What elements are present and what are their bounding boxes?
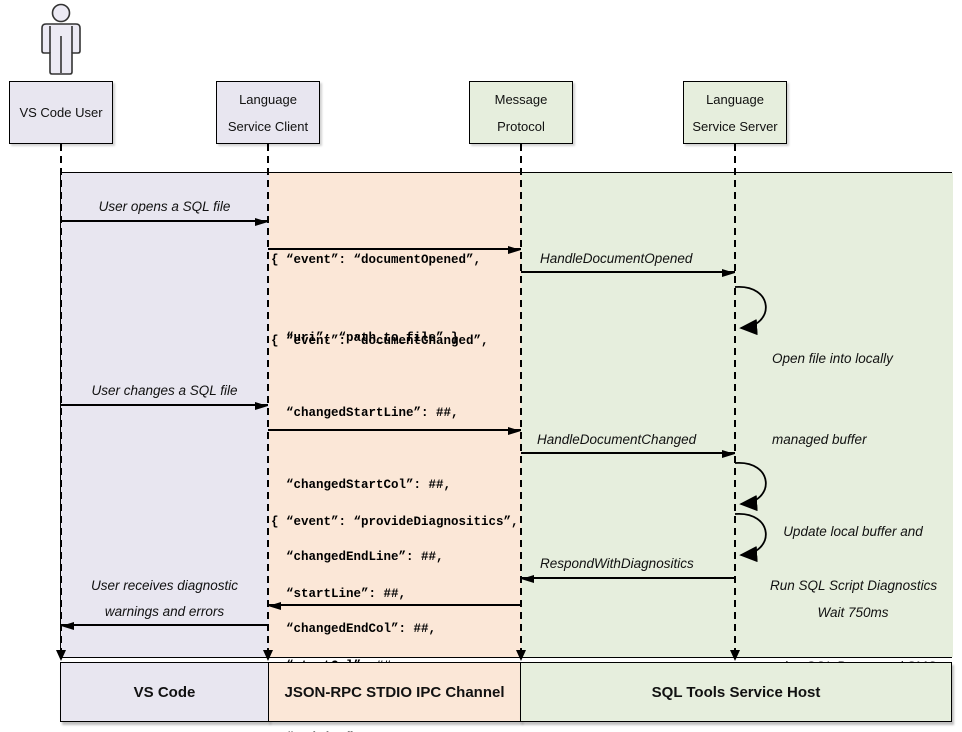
down-arrowhead-user bbox=[55, 650, 66, 661]
arrow-document-opened bbox=[268, 246, 521, 254]
json-line: { “event”: “provideDiagnositics”, bbox=[271, 515, 519, 529]
label-line: User receives diagnostic bbox=[90, 578, 239, 593]
arrow-handle-document-changed bbox=[521, 450, 735, 458]
actor-label: Language bbox=[706, 91, 764, 107]
arrow-respond-with-diagnostics bbox=[521, 575, 735, 583]
label-handle-document-changed: HandleDocumentChanged bbox=[537, 432, 697, 447]
lifeline-server bbox=[734, 144, 736, 660]
label-respond-with-diagnostics: RespondWithDiagnositics bbox=[540, 556, 694, 571]
json-line: “uri”: “path_to_file” } bbox=[271, 331, 459, 345]
band-vscode bbox=[61, 173, 269, 657]
lane-label: VS Code bbox=[133, 683, 196, 701]
actor-label: Service Client bbox=[227, 118, 309, 134]
arrow-document-changed bbox=[268, 427, 521, 435]
band-service-host bbox=[521, 173, 953, 657]
label-user-receives-diagnostics: User receives diagnostic warnings and er… bbox=[61, 573, 268, 625]
arrow-diagnostics-to-client bbox=[268, 602, 521, 610]
down-arrowhead-client bbox=[262, 650, 273, 661]
label-user-changes-file: User changes a SQL file bbox=[91, 383, 238, 398]
down-arrowhead-server bbox=[729, 650, 740, 661]
label-line: warnings and errors bbox=[104, 604, 225, 619]
actor-label: Protocol bbox=[497, 118, 545, 134]
self-loop-open-buffer bbox=[734, 286, 767, 336]
arrow-handle-document-opened bbox=[521, 269, 735, 277]
swimlane-bands bbox=[60, 172, 953, 658]
actor-label: Language bbox=[239, 91, 297, 107]
json-document-opened: { “event”: “documentOpened”, “uri”: “pat… bbox=[271, 195, 481, 403]
json-line: “changedEndCol”: ##, bbox=[271, 622, 437, 636]
json-line: “startLine”: ##, bbox=[271, 587, 407, 601]
actor-box-language-service-server: Language Service Server bbox=[683, 81, 787, 144]
json-line: “changedStartCol”: ##, bbox=[271, 478, 452, 492]
json-line: “changedStartLine”: ##, bbox=[271, 406, 459, 420]
lane-label: JSON-RPC STDIO IPC Channel bbox=[284, 683, 505, 701]
lane-box-vscode: VS Code bbox=[60, 662, 269, 722]
actor-label: Message bbox=[494, 91, 548, 107]
actor-label: Service Server bbox=[692, 118, 778, 134]
actor-box-message-protocol: Message Protocol bbox=[469, 81, 573, 144]
arrow-user-opens-file bbox=[61, 218, 268, 226]
actor-box-language-service-client: Language Service Client bbox=[216, 81, 320, 144]
json-line: “changedEndLine”: ##, bbox=[271, 550, 444, 564]
lifeline-protocol bbox=[520, 144, 522, 660]
json-line: “endLine”: ##, bbox=[271, 726, 519, 732]
json-line: { “event”: “documentChanged”, bbox=[271, 334, 489, 348]
lane-box-service-host: SQL Tools Service Host bbox=[520, 662, 952, 722]
note-line: managed buffer bbox=[772, 432, 867, 447]
self-loop-update-buffer bbox=[734, 462, 767, 512]
lifeline-user bbox=[60, 144, 62, 660]
actor-box-vscode-user: VS Code User bbox=[9, 81, 113, 144]
note-update-buffer: Update local buffer and Wait 750ms bbox=[766, 464, 940, 680]
self-loop-run-diagnostics bbox=[734, 513, 767, 563]
lane-box-ipc-channel: JSON-RPC STDIO IPC Channel bbox=[268, 662, 521, 722]
json-line: { “event”: “documentOpened”, bbox=[271, 253, 482, 267]
arrow-diagnostics-to-user bbox=[61, 622, 268, 630]
note-open-buffer: Open file into locally managed buffer bbox=[772, 291, 893, 507]
band-ipc-channel bbox=[269, 173, 521, 657]
note-line: Update local buffer and bbox=[783, 524, 923, 539]
lane-label: SQL Tools Service Host bbox=[651, 683, 821, 701]
arrow-user-changes-file bbox=[61, 402, 268, 410]
lifeline-client bbox=[267, 144, 269, 660]
note-line: Open file into locally bbox=[772, 351, 893, 366]
label-user-opens-file: User opens a SQL file bbox=[98, 199, 231, 214]
note-line: Wait 750ms bbox=[817, 605, 889, 620]
down-arrowhead-protocol bbox=[515, 650, 526, 661]
note-line: Run SQL Script Diagnostics bbox=[770, 578, 938, 593]
user-person-icon bbox=[41, 3, 81, 75]
actor-label: VS Code User bbox=[19, 105, 103, 120]
label-handle-document-opened: HandleDocumentOpened bbox=[540, 251, 693, 266]
